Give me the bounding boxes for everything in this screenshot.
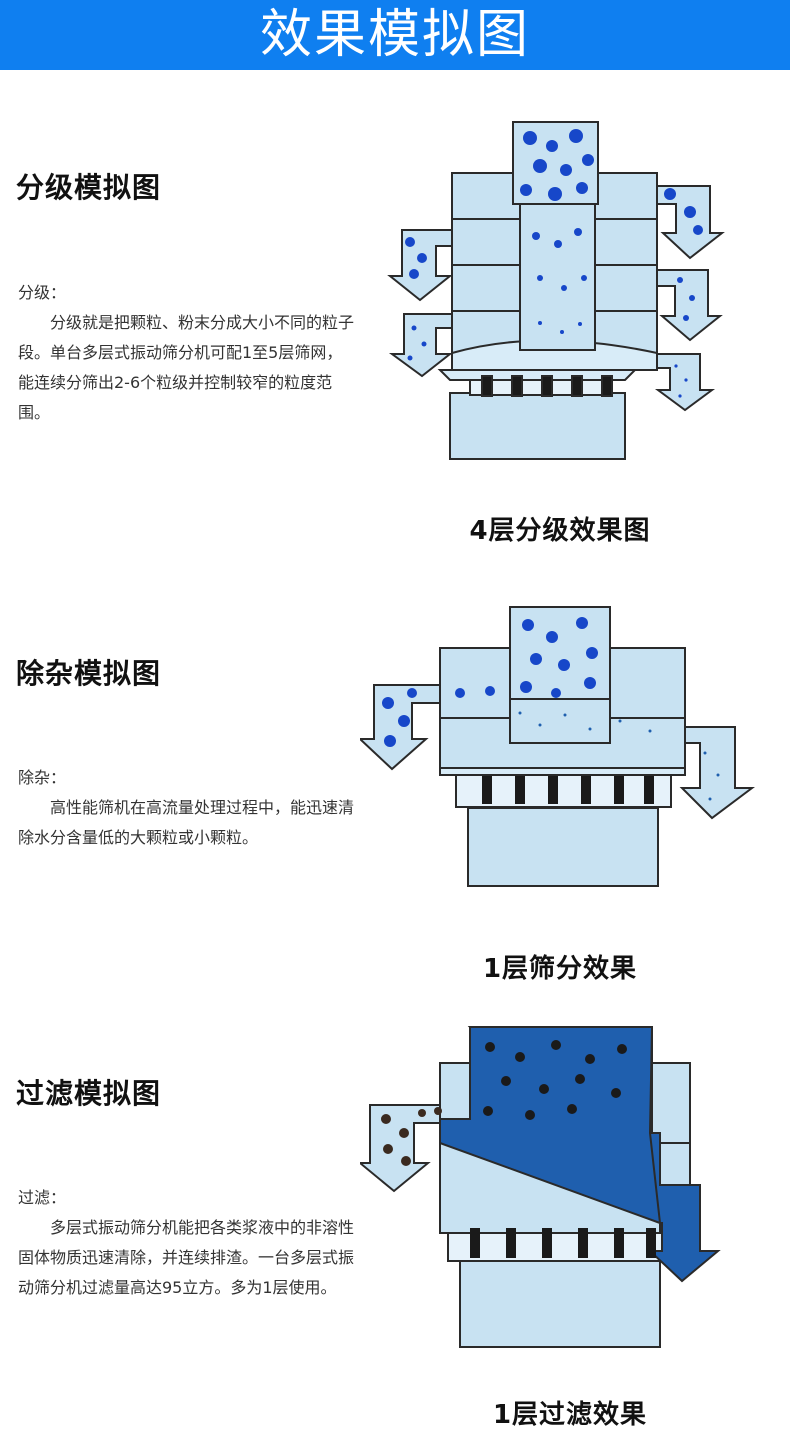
page-title: 效果模拟图 xyxy=(259,5,530,65)
desc-body: 多层式振动筛分机能把各类浆液中的非溶性固体物质迅速清除，并连续排渣。一台多层式振… xyxy=(18,1218,355,1297)
caption-filtration: 1层过滤效果 xyxy=(492,1400,648,1430)
section-title-grading: 分级模拟图 xyxy=(16,171,162,204)
header-banner: 效果模拟图 xyxy=(0,0,790,70)
filtration-diagram xyxy=(360,1026,721,1348)
section-desc-filtration: 过滤： 多层式振动筛分机能把各类浆液中的非溶性固体物质迅速清除，并连续排渣。一台… xyxy=(18,1183,358,1303)
section-title-impurity: 除杂模拟图 xyxy=(16,657,162,690)
impurity-diagram xyxy=(360,606,755,887)
grading-diagram xyxy=(387,121,725,460)
desc-body: 分级就是把颗粒、粉末分成大小不同的粒子段。单台多层式振动筛分机可配1至5层筛网，… xyxy=(18,313,355,422)
section-title-filtration: 过滤模拟图 xyxy=(16,1077,162,1110)
section-desc-impurity: 除杂： 高性能筛机在高流量处理过程中，能迅速清除水分含量低的大颗粒或小颗粒。 xyxy=(18,763,358,853)
desc-label: 过滤： xyxy=(18,1188,67,1207)
caption-impurity: 1层筛分效果 xyxy=(482,954,638,984)
caption-grading: 4层分级效果图 xyxy=(469,516,651,546)
desc-label: 分级： xyxy=(18,283,67,302)
section-desc-grading: 分级： 分级就是把颗粒、粉末分成大小不同的粒子段。单台多层式振动筛分机可配1至5… xyxy=(18,278,358,428)
desc-body: 高性能筛机在高流量处理过程中，能迅速清除水分含量低的大颗粒或小颗粒。 xyxy=(18,798,355,847)
desc-label: 除杂： xyxy=(18,768,67,787)
